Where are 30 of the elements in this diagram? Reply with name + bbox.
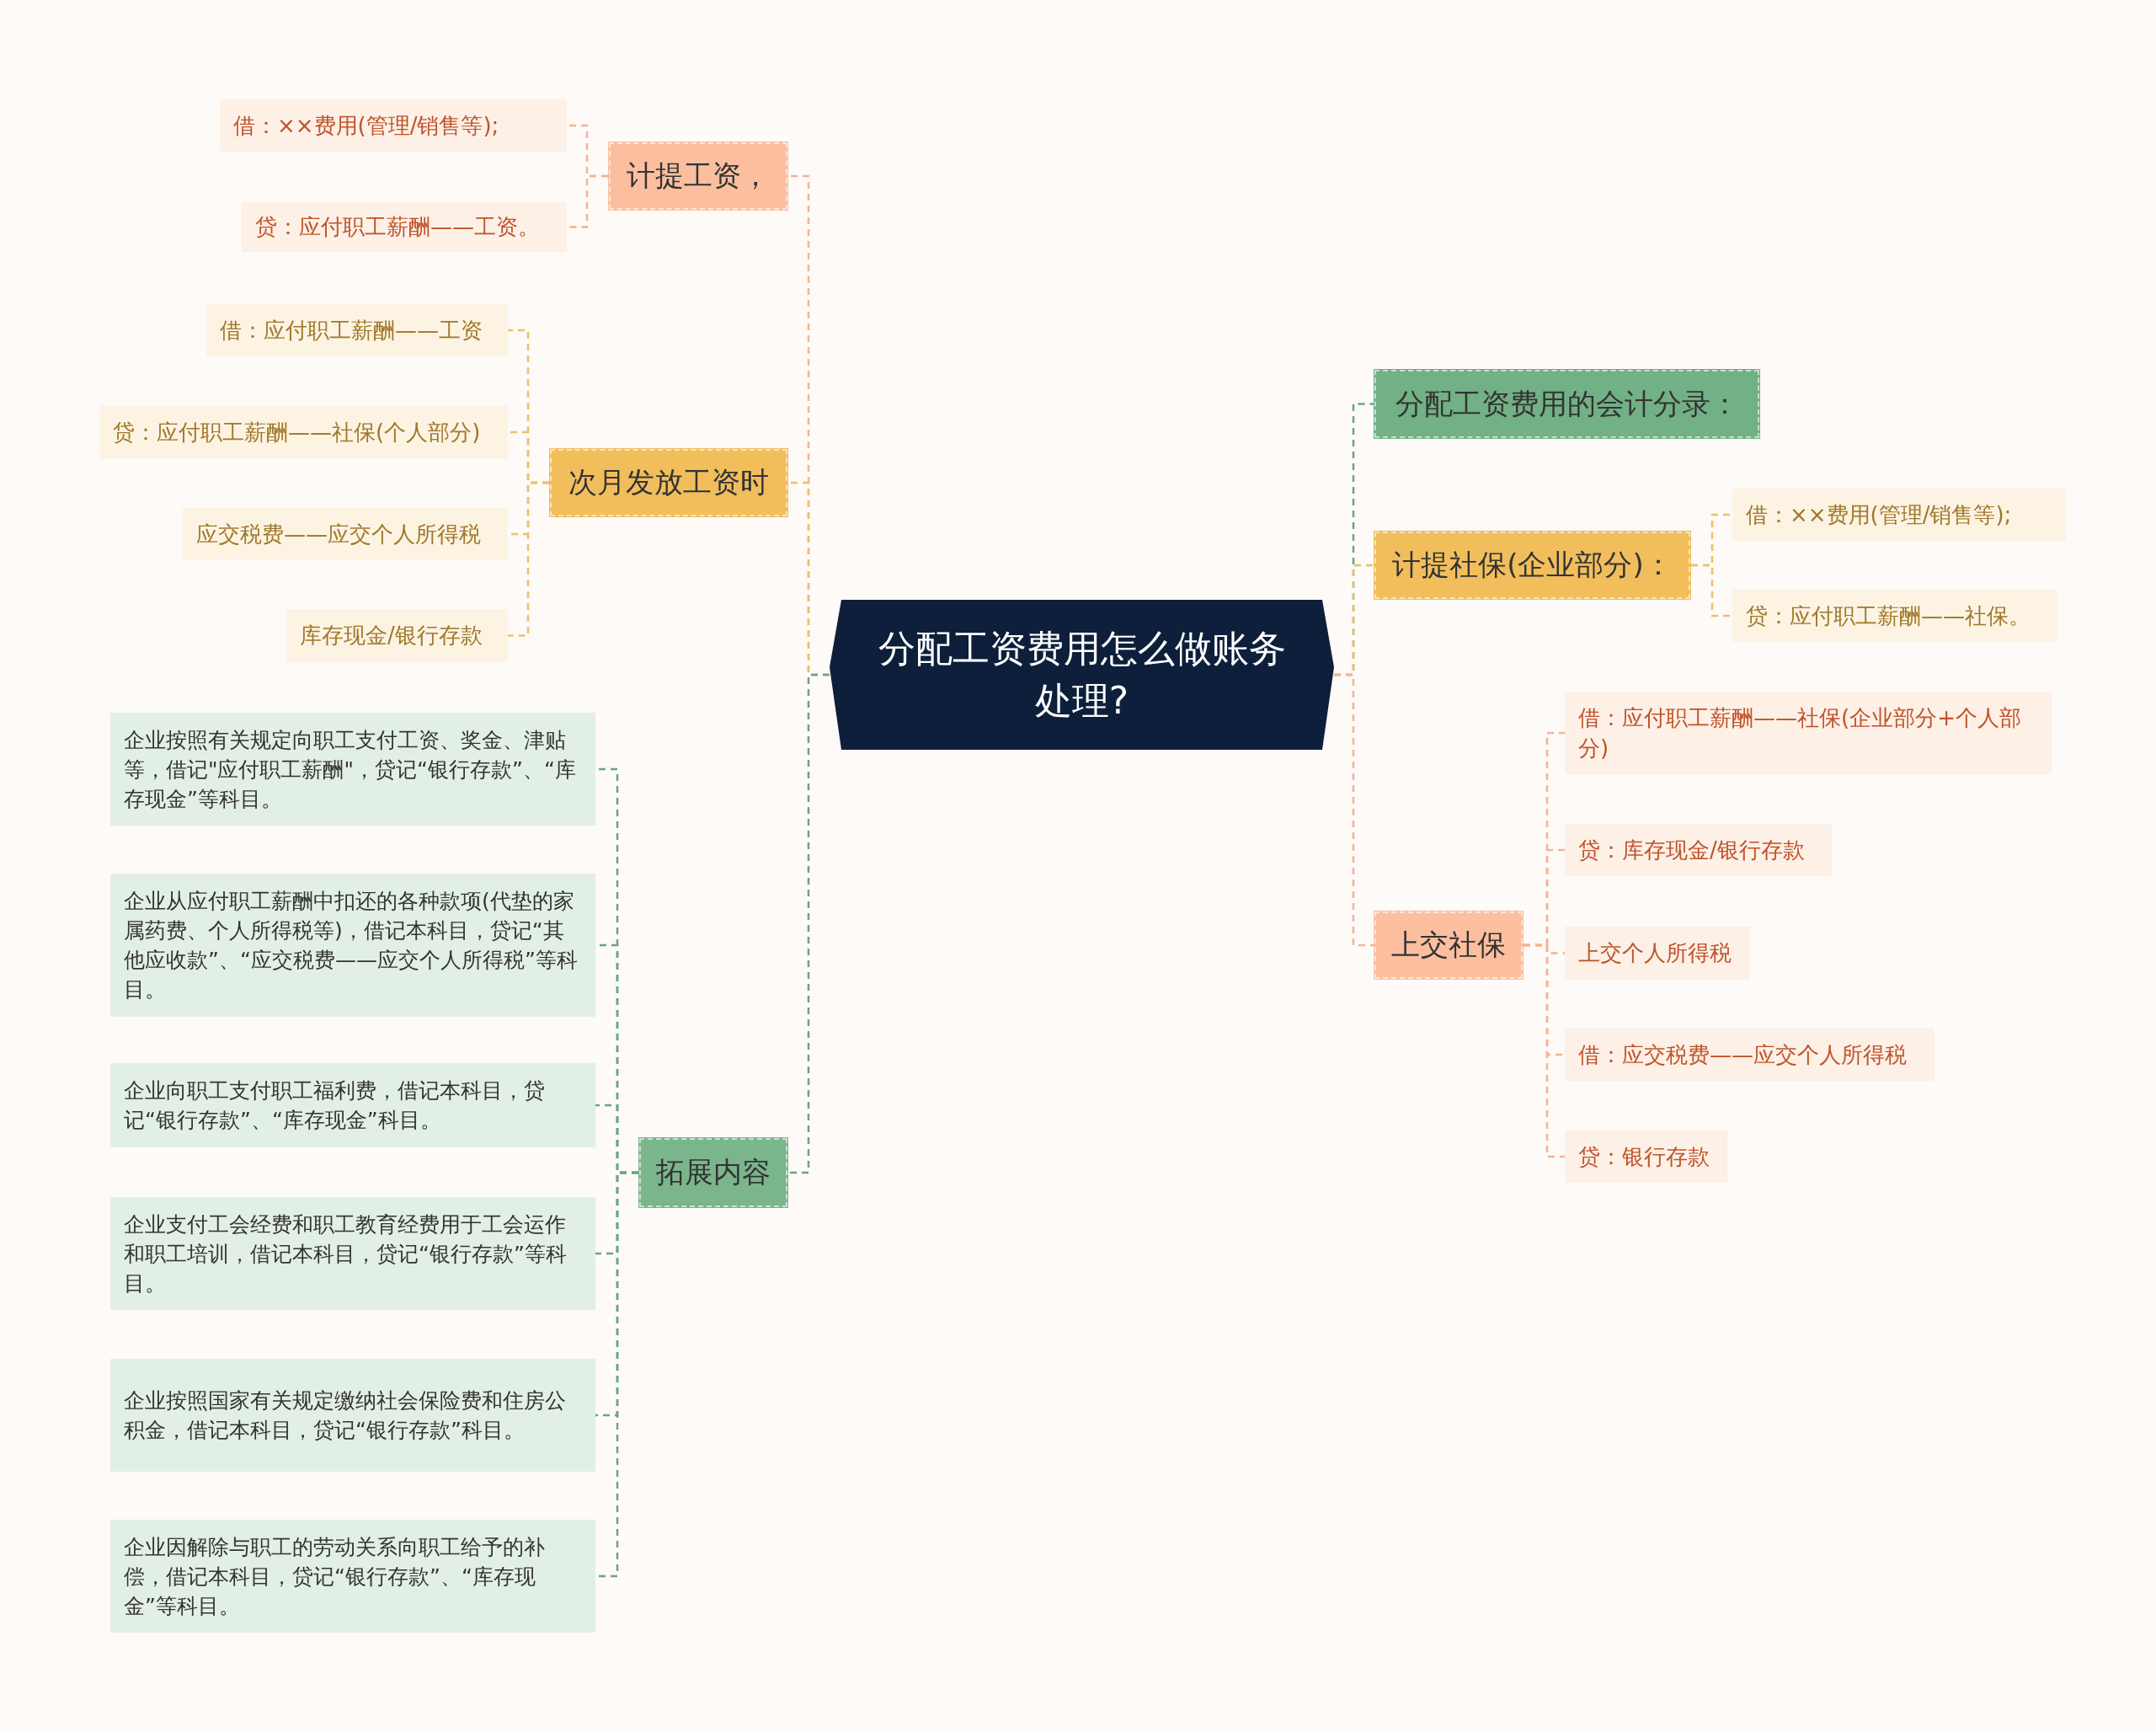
topic-box: 拓展内容 bbox=[638, 1137, 788, 1208]
note-box: 企业按照有关规定向职工支付工资、奖金、津贴等，借记"应付职工薪酬"，贷记“银行存款”、“库存现金”等科目。 bbox=[110, 713, 595, 826]
subtopic-box: 借：××费用(管理/销售等); bbox=[1732, 489, 2066, 541]
subtopic-box: 上交个人所得税 bbox=[1565, 927, 1750, 980]
subtopic-box: 贷：应付职工薪酬——工资。 bbox=[242, 202, 567, 252]
note-box: 企业从应付职工薪酬中扣还的各种款项(代垫的家属药费、个人所得税等)，借记本科目，贷记“其他应收款”、“应交税费——应交个人所得税”等科目。 bbox=[110, 874, 595, 1017]
topic-box: 计提社保(企业部分)： bbox=[1374, 531, 1691, 600]
subtopic-box: 借：应交税费——应交个人所得税 bbox=[1565, 1029, 1935, 1081]
note-box: 企业因解除与职工的劳动关系向职工给予的补偿，借记本科目，贷记“银行存款”、“库存现金”等科目。 bbox=[110, 1520, 595, 1633]
connector-line bbox=[1334, 673, 1374, 947]
topic-box: 计提工资， bbox=[608, 142, 788, 211]
connector-line bbox=[1524, 944, 1565, 1158]
subtopic-box: 贷：应付职工薪酬——社保。 bbox=[1732, 590, 2057, 642]
subtopic-box: 贷：银行存款 bbox=[1565, 1131, 1727, 1183]
note-box: 企业按照国家有关规定缴纳社会保险费和住房公积金，借记本科目，贷记“银行存款”科目。 bbox=[110, 1359, 595, 1472]
connector-line bbox=[788, 673, 830, 1174]
subtopic-box: 应交税费——应交个人所得税 bbox=[183, 508, 508, 560]
subtopic-box: 借：××费用(管理/销售等); bbox=[220, 99, 567, 152]
topic-box: 次月发放工资时 bbox=[549, 448, 788, 517]
subtopic-box: 借：应付职工薪酬——社保(企业部分+个人部分) bbox=[1565, 692, 2052, 774]
connector-line bbox=[1691, 564, 1732, 617]
topic-box: 上交社保 bbox=[1374, 911, 1524, 980]
connector-line bbox=[508, 481, 549, 637]
subtopic-box: 借：应付职工薪酬——工资 bbox=[206, 304, 508, 356]
subtopic-box: 贷：应付职工薪酬——社保(个人部分) bbox=[99, 406, 508, 458]
subtopic-box: 库存现金/银行存款 bbox=[286, 609, 508, 662]
note-box: 企业支付工会经费和职工教育经费用于工会运作和职工培训，借记本科目，贷记“银行存款”等科目。 bbox=[110, 1197, 595, 1310]
subtopic-box: 贷：库存现金/银行存款 bbox=[1565, 824, 1832, 876]
note-box: 企业向职工支付职工福利费，借记本科目，贷记“银行存款”、“库存现金”科目。 bbox=[110, 1063, 595, 1147]
topic-box: 分配工资费用的会计分录： bbox=[1374, 369, 1760, 439]
